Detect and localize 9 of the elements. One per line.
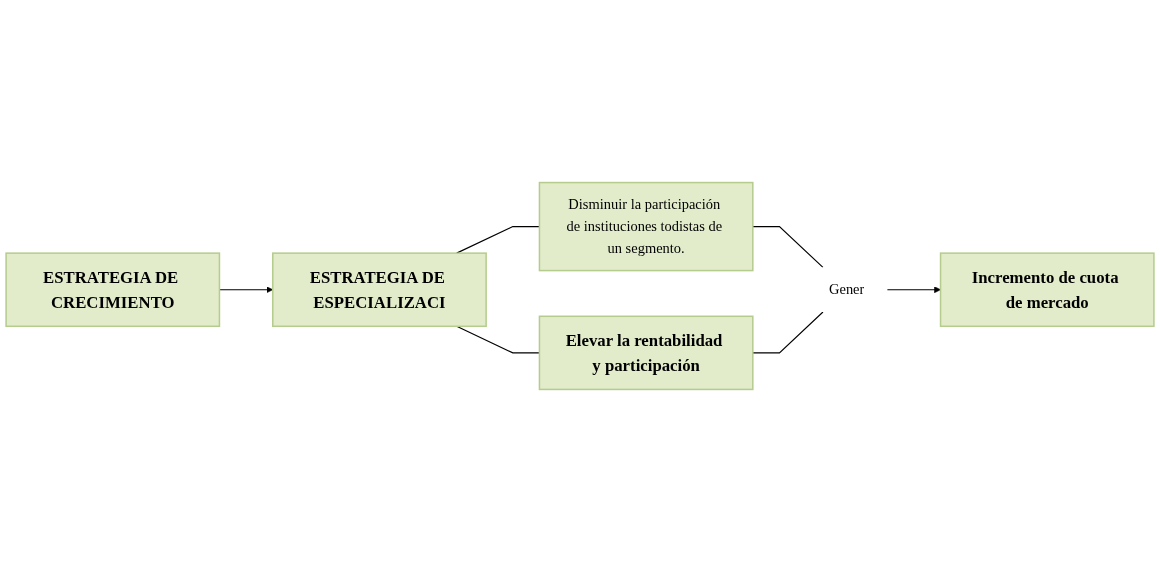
arrow (886, 286, 941, 294)
node-box: ESTRATEGIA DE CRECIMIENTO (5, 252, 221, 328)
node-box: Disminuir la participación de instituciones todistas de un segmento. (538, 181, 754, 272)
connector (752, 311, 824, 354)
node-box: Elevar la rentabilidad y participación (538, 315, 754, 391)
node-text: Gener (828, 281, 865, 298)
connector (752, 226, 824, 268)
node-box: ESTRATEGIA DE ESPECIALIZACI (272, 252, 487, 328)
node-box: Incremento de cuota de mercado (939, 252, 1155, 328)
